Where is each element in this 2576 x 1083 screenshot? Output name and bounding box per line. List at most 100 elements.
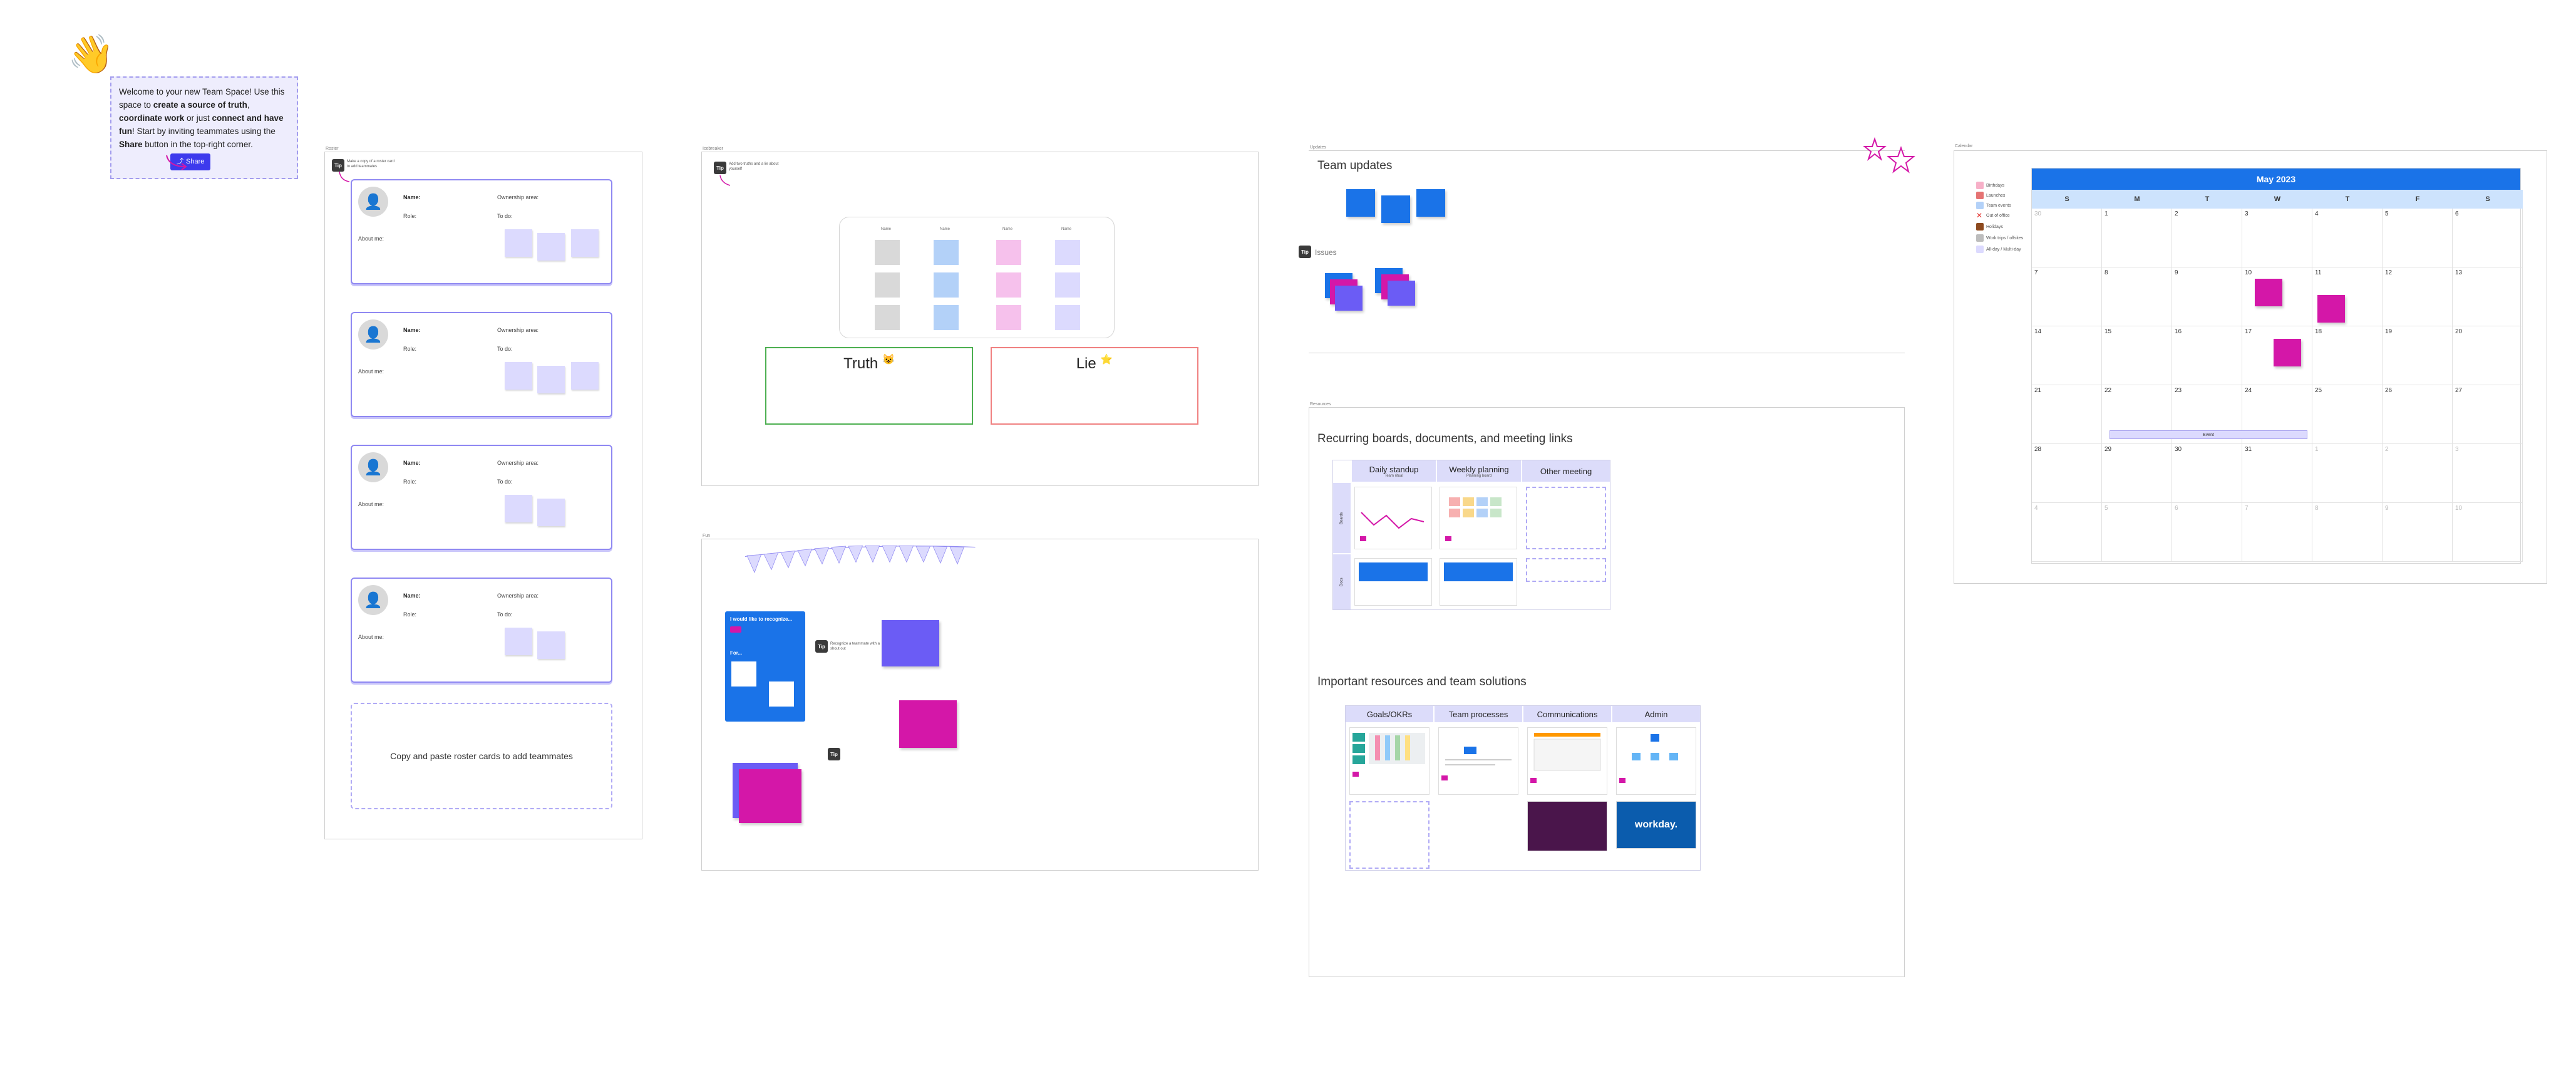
doc-placeholder[interactable]	[1526, 558, 1606, 582]
roster-card[interactable]: 👤 Name: Role: About me: Ownership area: …	[351, 312, 612, 417]
board-thumbnail[interactable]	[1354, 487, 1432, 549]
recurring-table[interactable]: Daily standup Team ritual Weekly plannin…	[1332, 460, 1610, 610]
truth-box[interactable]: Truth 😺	[765, 347, 973, 425]
sticky-note[interactable]	[1416, 189, 1445, 217]
calendar-day-cell[interactable]: 26	[2383, 385, 2453, 444]
calendar-day-cell[interactable]: 21	[2032, 385, 2102, 444]
sticky-note[interactable]	[505, 229, 532, 257]
slack-thumbnail[interactable]	[1527, 801, 1607, 851]
calendar-day-cell[interactable]: 10	[2242, 267, 2312, 326]
sticky-note[interactable]	[1055, 240, 1080, 265]
board-thumbnail[interactable]	[1440, 487, 1517, 549]
doc-thumbnail[interactable]	[1354, 558, 1432, 606]
calendar-day-cell[interactable]: 28	[2032, 444, 2102, 503]
roster-card[interactable]: 👤 Name: Role: About me: Ownership area: …	[351, 578, 612, 683]
sticky-note[interactable]	[537, 631, 565, 659]
updates-frame[interactable]	[1309, 150, 1905, 353]
sticky-note[interactable]	[537, 499, 565, 526]
two-truths-board[interactable]: Name Name Name Name	[839, 217, 1115, 338]
sticky-note[interactable]	[875, 240, 900, 265]
welcome-note[interactable]: Welcome to your new Team Space! Use this…	[110, 76, 298, 179]
sticky-note[interactable]	[2274, 339, 2301, 366]
calendar-day-cell[interactable]: 29	[2102, 444, 2172, 503]
calendar-event-bar[interactable]: Event	[2110, 430, 2307, 439]
sticky-note[interactable]	[1055, 305, 1080, 330]
calendar-day-cell[interactable]: 8	[2312, 503, 2383, 562]
sticky-note[interactable]	[882, 620, 939, 666]
photo-placeholder[interactable]	[769, 681, 794, 707]
calendar-day-cell[interactable]: 13	[2453, 267, 2523, 326]
copy-roster-card-placeholder[interactable]: Copy and paste roster cards to add teamm…	[351, 703, 612, 809]
calendar-day-cell[interactable]: 4	[2312, 209, 2383, 267]
sticky-note[interactable]	[2317, 295, 2345, 323]
calendar-day-cell[interactable]: 7	[2242, 503, 2312, 562]
sticky-note[interactable]	[996, 305, 1021, 330]
calendar-day-cell[interactable]: 7	[2032, 267, 2102, 326]
important-table[interactable]: Goals/OKRs Team processes Communications…	[1345, 705, 1701, 871]
recognition-card[interactable]: I would like to recognize... For...	[725, 611, 805, 722]
calendar-day-cell[interactable]: 19	[2383, 326, 2453, 385]
calendar-day-cell[interactable]: 23	[2172, 385, 2242, 444]
calendar-day-cell[interactable]: 15	[2102, 326, 2172, 385]
calendar-day-cell[interactable]: 2	[2383, 444, 2453, 503]
sticky-note[interactable]	[2255, 279, 2282, 306]
sticky-note[interactable]	[505, 362, 532, 390]
calendar-day-cell[interactable]: 6	[2453, 209, 2523, 267]
calendar-day-cell[interactable]: 9	[2172, 267, 2242, 326]
calendar-day-cell[interactable]: 9	[2383, 503, 2453, 562]
calendar-day-cell[interactable]: 16	[2172, 326, 2242, 385]
calendar-day-cell[interactable]: 2	[2172, 209, 2242, 267]
sticky-note[interactable]	[537, 233, 565, 261]
sticky-note[interactable]	[1381, 195, 1410, 223]
roster-card[interactable]: 👤 Name: Role: About me: Ownership area: …	[351, 445, 612, 550]
okr-thumbnail[interactable]	[1349, 727, 1430, 795]
admin-thumbnail[interactable]	[1616, 727, 1696, 795]
sticky-note[interactable]	[899, 700, 957, 748]
calendar-day-cell[interactable]: 11	[2312, 267, 2383, 326]
sticky-note[interactable]	[934, 305, 959, 330]
calendar-day-cell[interactable]: 3	[2242, 209, 2312, 267]
sticky-note[interactable]	[1335, 286, 1363, 311]
sticky-note[interactable]	[537, 366, 565, 393]
calendar-day-cell[interactable]: 25	[2312, 385, 2383, 444]
calendar-day-cell[interactable]: 8	[2102, 267, 2172, 326]
sticky-note[interactable]	[875, 305, 900, 330]
sticky-note[interactable]	[934, 240, 959, 265]
calendar-day-cell[interactable]: 18	[2312, 326, 2383, 385]
calendar-day-cell[interactable]: 1	[2102, 209, 2172, 267]
sticky-note[interactable]	[934, 272, 959, 298]
calendar-day-cell[interactable]: 30	[2172, 444, 2242, 503]
sticky-note[interactable]	[505, 628, 532, 655]
calendar-day-cell[interactable]: 5	[2102, 503, 2172, 562]
roster-card[interactable]: 👤 Name: Role: About me: Ownership area: …	[351, 179, 612, 284]
calendar-day-cell[interactable]: 3	[2453, 444, 2523, 503]
sticky-note[interactable]	[1388, 281, 1415, 306]
calendar-day-cell[interactable]: 10	[2453, 503, 2523, 562]
sticky-note[interactable]	[1346, 189, 1375, 217]
calendar-day-cell[interactable]: 22	[2102, 385, 2172, 444]
sticky-note[interactable]	[1055, 272, 1080, 298]
resource-placeholder[interactable]	[1349, 801, 1430, 869]
sticky-note[interactable]	[739, 769, 801, 823]
calendar-day-cell[interactable]: 30	[2032, 209, 2102, 267]
sticky-note[interactable]	[571, 229, 599, 257]
share-button[interactable]: ⤴Share	[170, 153, 211, 170]
calendar-day-cell[interactable]: 1	[2312, 444, 2383, 503]
sticky-note[interactable]	[996, 240, 1021, 265]
calendar-day-cell[interactable]: 12	[2383, 267, 2453, 326]
calendar-day-cell[interactable]: 31	[2242, 444, 2312, 503]
sticky-note[interactable]	[571, 362, 599, 390]
sticky-note[interactable]	[996, 272, 1021, 298]
calendar-day-cell[interactable]: 20	[2453, 326, 2523, 385]
calendar-day-cell[interactable]: 17	[2242, 326, 2312, 385]
workday-thumbnail[interactable]: workday.	[1616, 801, 1696, 849]
doc-thumbnail[interactable]	[1440, 558, 1517, 606]
calendar-day-cell[interactable]: 24	[2242, 385, 2312, 444]
sticky-note[interactable]	[875, 272, 900, 298]
lie-box[interactable]: Lie ⭐	[991, 347, 1198, 425]
sticky-note[interactable]	[505, 495, 532, 522]
photo-placeholder[interactable]	[731, 661, 756, 687]
calendar-day-cell[interactable]: 6	[2172, 503, 2242, 562]
